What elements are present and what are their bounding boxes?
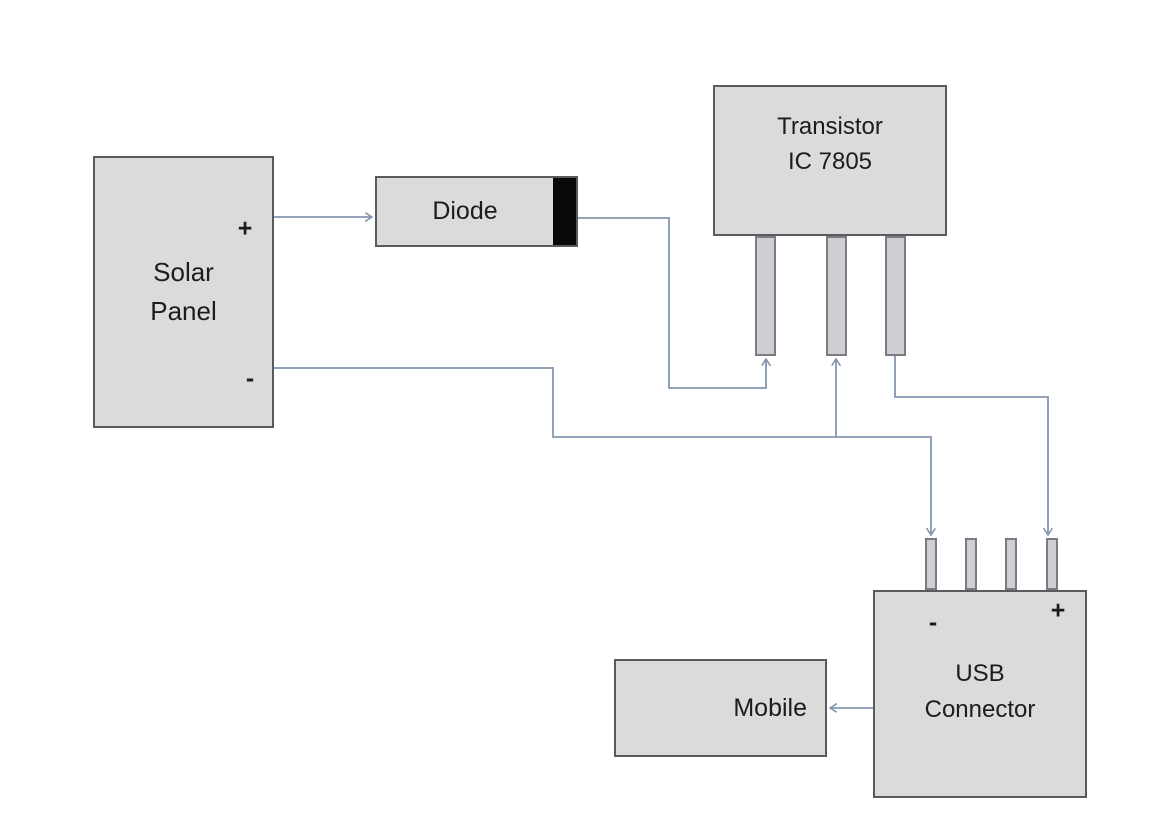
usb-pin-3: [1005, 538, 1017, 590]
diode-label: Diode: [432, 197, 498, 225]
transistor-pin-1: [755, 236, 776, 356]
usb-pin-plus: [1046, 538, 1058, 590]
usb-minus-sign: -: [928, 608, 938, 637]
transistor-pin-3: [885, 236, 906, 356]
solar-panel-label: Solar Panel: [95, 158, 272, 426]
wire-solar-minus-to-usb-minus-pin: [274, 367, 931, 535]
transistor-label: Transistor IC 7805: [715, 109, 945, 179]
solar-panel-plus-sign: +: [237, 214, 253, 243]
usb-connector-label-line2: Connector: [924, 696, 1036, 723]
diode-cathode-band: [553, 178, 576, 245]
usb-connector-box: USB Connector - +: [873, 590, 1087, 798]
wire-transistor-pin-3-to-usb-plus-pin: [894, 356, 1048, 535]
transistor-label-line2: IC 7805: [787, 148, 873, 175]
solar-panel-label-line1: Solar: [153, 257, 214, 287]
solar-panel-label-line2: Panel: [150, 296, 217, 326]
transistor-label-line1: Transistor: [777, 113, 883, 140]
mobile-box: Mobile: [614, 659, 827, 757]
usb-plus-sign: +: [1050, 596, 1066, 625]
usb-connector-label-line1: USB: [955, 660, 1005, 687]
solar-panel-box: Solar Panel + -: [93, 156, 274, 428]
mobile-label: Mobile: [733, 693, 807, 722]
solar-panel-minus-sign: -: [245, 364, 255, 393]
transistor-box: Transistor IC 7805: [713, 85, 947, 236]
wire-diode-to-transistor-pin-1: [578, 217, 766, 389]
usb-pin-minus: [925, 538, 937, 590]
transistor-pin-2: [826, 236, 847, 356]
usb-pin-2: [965, 538, 977, 590]
usb-connector-label: USB Connector: [875, 656, 1085, 728]
diode-box: Diode: [375, 176, 578, 247]
